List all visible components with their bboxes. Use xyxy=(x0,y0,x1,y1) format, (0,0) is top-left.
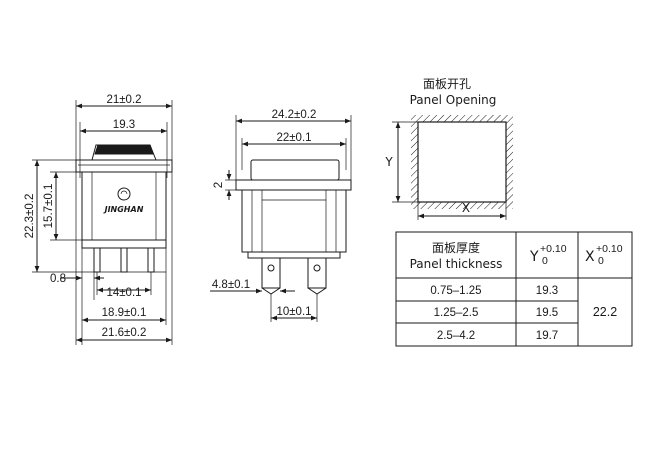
table-header-thickness-en: Panel thickness xyxy=(410,257,503,271)
pin-left xyxy=(93,247,101,273)
brand-label: JINGHAN xyxy=(103,205,144,214)
dim-height-body: 15.7±0.1 xyxy=(43,184,55,229)
dim-terminal-pitch: 10±0.1 xyxy=(276,306,311,318)
table-row-1-thickness: 0.75–1.25 xyxy=(430,285,481,297)
thickness-table: 面板厚度 Panel thickness Y +0.10 0 X +0.10 0… xyxy=(395,231,633,347)
table-header-x: X xyxy=(585,249,595,265)
table-header-y-sup: +0.10 xyxy=(540,243,567,255)
dim-width-top: 21±0.2 xyxy=(106,94,141,106)
terminal-left xyxy=(261,257,281,295)
dim-flange: 2 xyxy=(213,182,225,188)
table-header-y: Y xyxy=(529,249,539,265)
dim-pin-pitch: 14±0.1 xyxy=(106,287,141,299)
table-row-2-y: 19.5 xyxy=(536,307,558,319)
table-row-3-thickness: 2.5–4.2 xyxy=(437,330,475,342)
dim-side-body: 22±0.1 xyxy=(276,132,311,144)
table-header-y-sub: 0 xyxy=(542,255,548,267)
brand-logo-icon xyxy=(117,187,131,201)
table-header-x-sub: 0 xyxy=(598,255,604,267)
table-row-2-thickness: 1.25–2.5 xyxy=(434,307,479,319)
dim-height-total: 22.3±0.2 xyxy=(24,194,36,239)
front-view: 21±0.2 19.3 JINGHAN 22.3±0.2 xyxy=(24,94,173,345)
dim-offset: 0.8 xyxy=(50,273,66,285)
bezel xyxy=(75,159,173,173)
table-header-thickness-cn: 面板厚度 xyxy=(432,240,480,255)
panel-opening: 面板开孔 Panel Opening Y X xyxy=(384,77,513,220)
side-body xyxy=(241,189,347,253)
side-flange xyxy=(235,179,352,191)
panel-title-en: Panel Opening xyxy=(410,93,497,107)
table-row-1-y: 19.3 xyxy=(536,285,558,297)
table-header-x-sup: +0.10 xyxy=(596,243,623,255)
pin-center xyxy=(120,247,128,273)
side-rocker xyxy=(250,159,340,181)
dim-side-total: 24.2±0.2 xyxy=(272,109,317,121)
dim-terminal-width: 4.8±0.1 xyxy=(212,279,250,291)
terminal-right xyxy=(307,257,327,295)
table-x-value: 22.2 xyxy=(593,305,617,319)
panel-title-cn: 面板开孔 xyxy=(423,77,471,91)
dim-width-body: 19.3 xyxy=(113,119,135,131)
cutout xyxy=(417,121,507,203)
side-view: 24.2±0.2 22±0.1 2 xyxy=(210,109,352,322)
x-label: X xyxy=(462,201,470,215)
rocker-cap xyxy=(94,144,154,155)
y-label: Y xyxy=(384,155,393,169)
table-row-3-y: 19.7 xyxy=(536,330,558,342)
dim-base-width: 18.9±0.1 xyxy=(102,307,147,319)
dim-total-width: 21.6±0.2 xyxy=(102,327,147,339)
pin-right xyxy=(147,247,155,273)
